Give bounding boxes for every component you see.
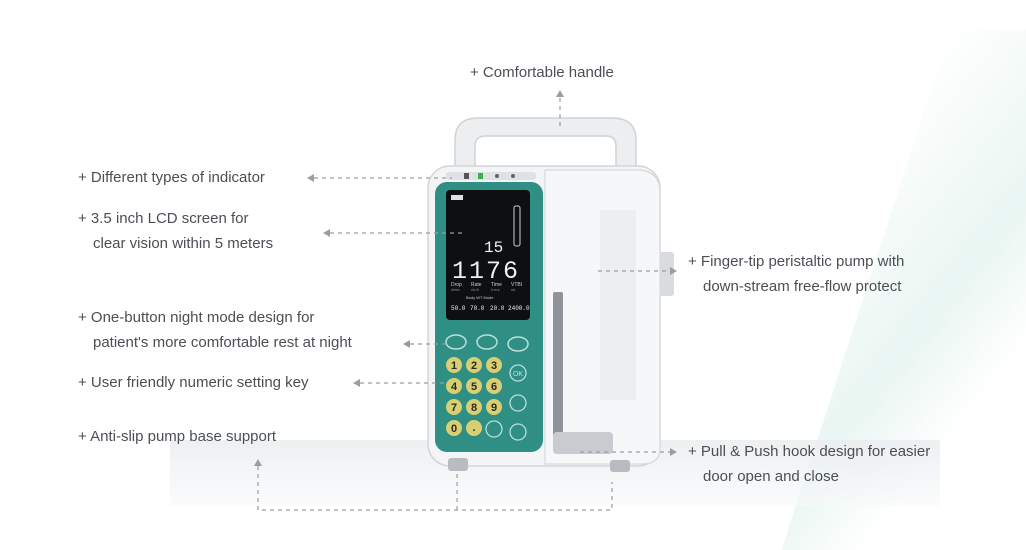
callout-peristaltic: + Finger-tip peristaltic pump with down-… (688, 249, 904, 299)
svg-text:7: 7 (451, 402, 457, 414)
key-2 (466, 357, 482, 373)
callout-hook: + Pull & Push hook design for easier doo… (688, 439, 930, 489)
callout-handle-line1: + Comfortable handle (470, 64, 614, 81)
callout-night-mode-line2: patient's more comfortable rest at night (93, 334, 352, 351)
callout-numeric-key-line1: + User friendly numeric setting key (78, 374, 309, 391)
svg-text:5: 5 (471, 381, 477, 393)
foot-right (610, 460, 630, 472)
key-8 (466, 399, 482, 415)
lcd-bottom-value: 70.0 (470, 305, 485, 312)
key-3 (486, 357, 502, 373)
svg-text:6: 6 (491, 381, 497, 393)
lcd-col-label: Drop (451, 282, 462, 288)
callout-night-mode: + One-button night mode design for patie… (78, 305, 352, 355)
callout-lcd-line2: clear vision within 5 meters (93, 235, 274, 252)
callout-indicator-line1: + Different types of indicator (78, 169, 265, 186)
lcd-mode-label: Body WT Mode (466, 295, 494, 300)
callout-base-line1: + Anti-slip pump base support (78, 428, 277, 445)
lcd-bottom-value: 50.0 (451, 305, 466, 312)
lcd-volume-big: 1176 (452, 257, 520, 286)
svg-text:.: . (472, 422, 475, 434)
callout-hook-line1: + Pull & Push hook design for easier (688, 443, 931, 460)
callout-lcd: + 3.5 inch LCD screen for clear vision w… (78, 206, 273, 256)
side-keys: OK (485, 364, 527, 441)
lcd-col-unit: h:m:s (491, 288, 500, 292)
door-slot (553, 292, 563, 440)
lcd-bottom-values: 50.0 70.0 20.0 2400.0 (451, 305, 530, 312)
function-button (476, 334, 498, 350)
lcd-col-unit: d/min (451, 288, 460, 292)
numeric-keypad: 1 2 3 4 5 6 7 8 9 0 . (446, 357, 502, 436)
key-1 (446, 357, 462, 373)
hook (553, 432, 613, 454)
arrow-handle (556, 90, 564, 97)
door-edge (600, 210, 636, 400)
callout-base: + Anti-slip pump base support (78, 424, 276, 449)
callout-guides (254, 90, 677, 511)
key-6 (486, 378, 502, 394)
key-7 (446, 399, 462, 415)
lcd-col-units: d/min mL/h h:m:s mL (451, 288, 516, 292)
lcd-screen (446, 190, 530, 320)
power-button (507, 336, 529, 352)
svg-text:8: 8 (471, 402, 477, 414)
key-9 (486, 399, 502, 415)
key-5 (466, 378, 482, 394)
svg-text:3: 3 (491, 360, 497, 372)
ok-key (509, 364, 527, 382)
svg-text:0: 0 (451, 423, 457, 435)
stop-key (509, 423, 527, 441)
lcd-col-labels: Drop Rate Time VTBI (451, 282, 522, 288)
night-mode-button (445, 334, 467, 350)
svg-text:9: 9 (491, 402, 497, 414)
svg-text:4: 4 (451, 381, 458, 393)
arrow-key (509, 394, 527, 412)
start-key (485, 420, 503, 438)
callout-peristaltic-line2: down-stream free-flow protect (703, 278, 902, 295)
key-dot (466, 420, 482, 436)
callout-indicator: + Different types of indicator (78, 165, 265, 190)
callout-night-mode-line1: + One-button night mode design for (78, 309, 315, 326)
lcd-col-label: Rate (471, 282, 482, 288)
svg-text:1: 1 (451, 360, 457, 372)
lcd-bottom-value: 2400.0 (508, 305, 530, 312)
callout-numeric-key: + User friendly numeric setting key (78, 370, 309, 395)
ok-key-label: OK (513, 371, 523, 378)
guide-base (257, 466, 613, 511)
lcd-col-label: VTBI (511, 282, 522, 288)
callout-handle: + Comfortable handle (470, 60, 614, 85)
callout-lcd-line1: + 3.5 inch LCD screen for (78, 210, 249, 227)
lcd-bottom-value: 20.0 (490, 305, 505, 312)
key-4 (446, 378, 462, 394)
foot-left (448, 458, 468, 471)
key-0 (446, 420, 462, 436)
svg-text:2: 2 (471, 360, 477, 372)
lcd-rate-small: 15 (484, 239, 503, 257)
callout-hook-line2: door open and close (703, 468, 839, 485)
callout-peristaltic-line1: + Finger-tip peristaltic pump with (688, 253, 905, 270)
lcd-col-unit: mL/h (471, 288, 479, 292)
infusion-pump-illustration: 15 1176 Drop Rate Time VTBI d/min mL/h h… (427, 117, 674, 472)
pump-clip (660, 252, 674, 296)
lcd-col-unit: mL (511, 288, 516, 292)
lcd-col-label: Time (491, 282, 502, 288)
